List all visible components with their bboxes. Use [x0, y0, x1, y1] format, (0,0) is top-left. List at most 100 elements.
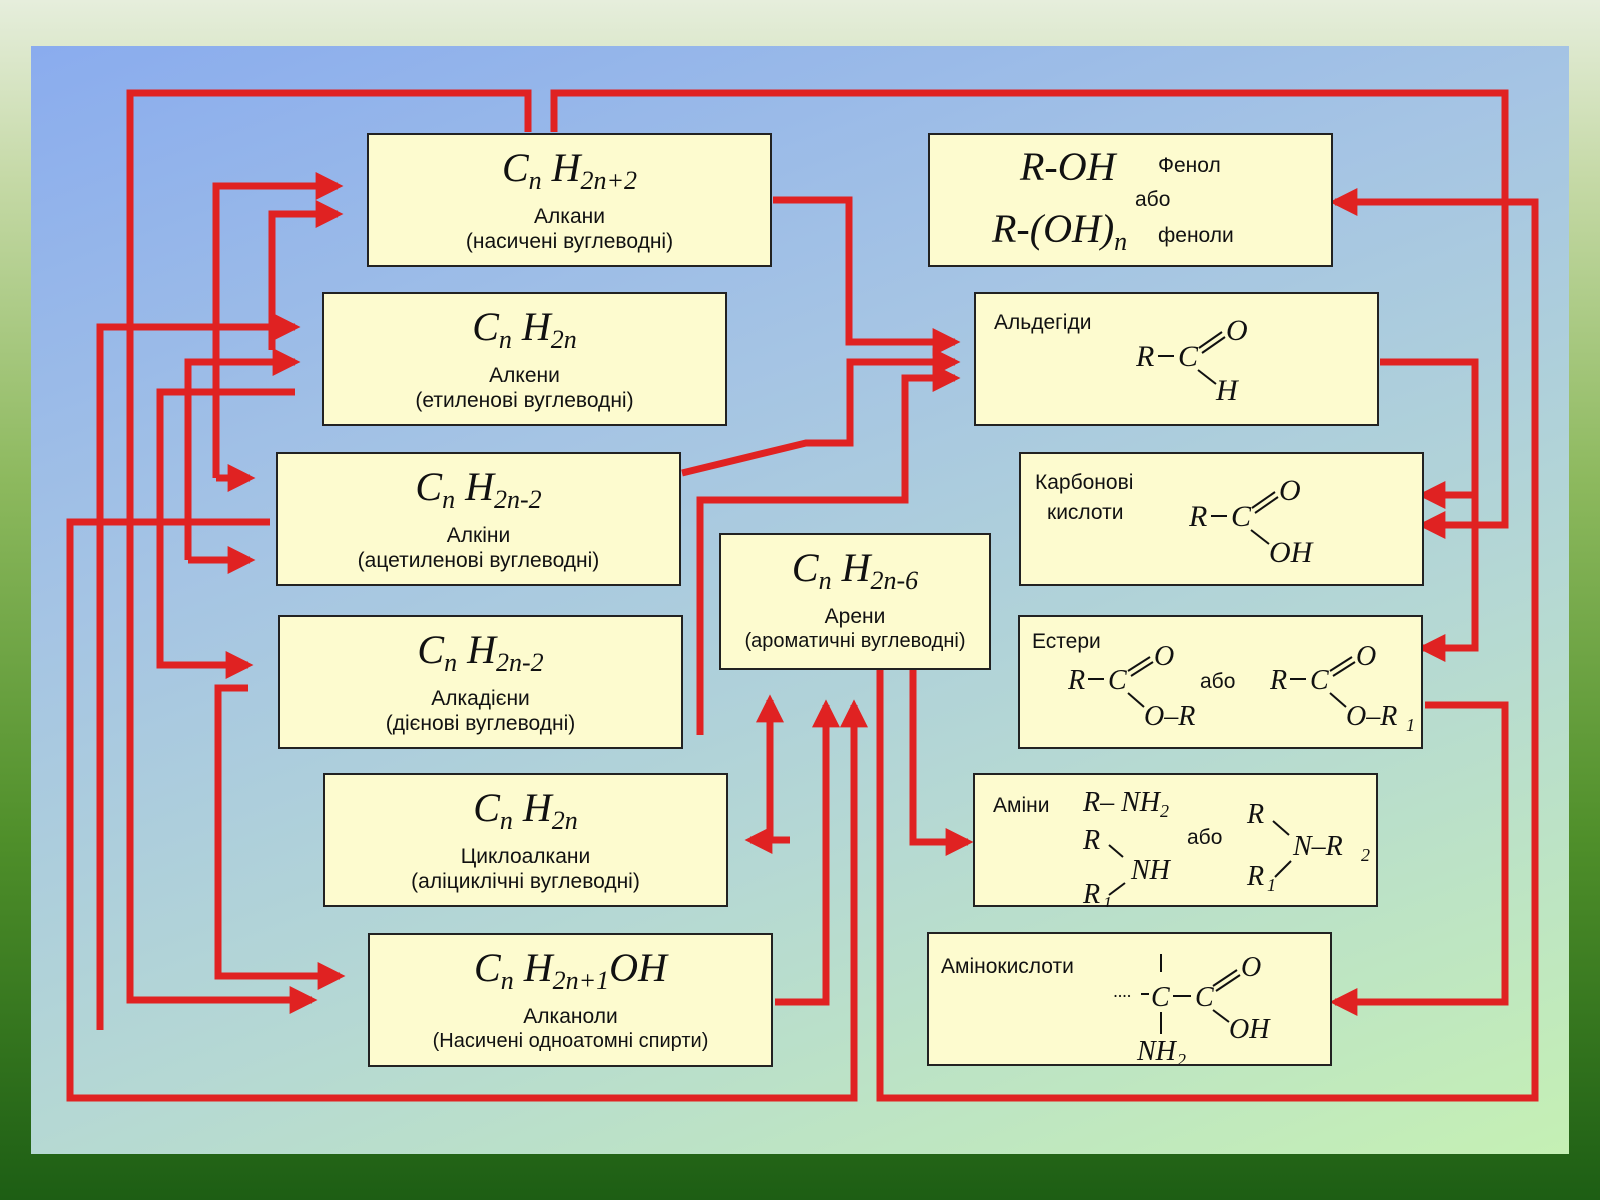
amines-label: Аміни	[993, 794, 1050, 817]
alkadienes-formula: Cn H2n-2	[417, 627, 544, 677]
node-alkadienes: Cn H2n-2 Алкадієни (дієнові вуглеводні)	[278, 615, 683, 749]
svg-text:C: C	[1178, 340, 1199, 373]
svg-text:C: C	[1108, 665, 1127, 696]
svg-text:R: R	[1082, 825, 1100, 856]
link-alkanols-arenes	[775, 699, 840, 1006]
esters-label: Естери	[1032, 630, 1101, 653]
secondary-amine: R NH R 1	[1082, 825, 1172, 907]
svg-text:R: R	[1246, 861, 1264, 892]
link-right-acids	[1417, 345, 1509, 539]
link-alkanes-aldehydes	[773, 196, 961, 356]
alkanes-name: Алкани	[534, 205, 605, 228]
svg-text:C: C	[1231, 500, 1252, 533]
aminoacids-label: Амінокислоти	[941, 955, 1074, 978]
svg-text:R: R	[1068, 665, 1085, 696]
svg-text:H: H	[1215, 374, 1240, 407]
svg-text:1: 1	[1103, 893, 1112, 907]
node-amines: Аміни або R– NH2 R NH R 1 R N–R 2 R 1	[973, 773, 1378, 907]
svg-text:R: R	[1136, 340, 1154, 373]
svg-text:N–R: N–R	[1292, 831, 1343, 862]
alkenes-name: Алкени	[489, 364, 560, 387]
primary-amine: R– NH2	[1083, 787, 1169, 821]
link-to-alkanes-a	[212, 172, 344, 478]
node-alkanes: Cn H2n+2 Алкани (насичені вуглеводні)	[367, 133, 772, 267]
link-alkanes-right	[550, 89, 1509, 345]
alkynes-name: Алкіни	[446, 524, 511, 547]
svg-text:O: O	[1226, 314, 1248, 347]
phenols-or: або	[1135, 188, 1171, 211]
svg-text:O–R: O–R	[1346, 701, 1397, 732]
ester-structure-2: R C O O–R 1	[1270, 641, 1415, 735]
link-from-arenes-aldehyde	[696, 364, 961, 735]
link-arenes-phenols	[876, 188, 1539, 1102]
phenol-formula: R-OH	[1020, 144, 1116, 189]
phenols-formula: R-(OH)n	[992, 206, 1128, 256]
aldehydes-label: Альдегіди	[994, 311, 1092, 334]
link-alkynes-aldehydes	[681, 348, 961, 477]
link-right-esters	[1417, 495, 1479, 662]
node-alkynes: Cn H2n-2 Алкіни (ацетиленові вуглеводні)	[276, 452, 681, 586]
acids-label-2: кислоти	[1047, 501, 1124, 524]
esters-or: або	[1200, 670, 1236, 693]
svg-text:OH: OH	[1229, 1014, 1271, 1045]
alkanols-name: Алканоли	[523, 1005, 618, 1028]
alkynes-formula: Cn H2n-2	[415, 464, 542, 514]
svg-text:R: R	[1246, 799, 1264, 830]
arenes-formula: Cn H2n-6	[791, 545, 919, 595]
cycloalkanes-name: Циклоалкани	[460, 845, 591, 868]
phenols-label: феноли	[1158, 224, 1234, 247]
node-cycloalkanes: Cn H2n Циклоалкани (аліциклічні вуглевод…	[323, 773, 728, 907]
arenes-desc: (ароматичні вуглеводні)	[744, 630, 966, 653]
svg-text:O: O	[1356, 641, 1376, 672]
svg-text:R: R	[1270, 665, 1287, 696]
svg-text:O: O	[1279, 474, 1301, 507]
alkanols-formula: Cn H2n+1OH	[474, 945, 667, 995]
alkadienes-name: Алкадієни	[431, 687, 530, 710]
cycloalkanes-desc: (аліциклічні вуглеводні)	[411, 870, 640, 894]
alkenes-formula: Cn H2n	[472, 304, 577, 354]
svg-text:C: C	[1310, 665, 1329, 696]
alkynes-desc: (ацетиленові вуглеводні)	[357, 549, 600, 573]
alkadienes-desc: (дієнові вуглеводні)	[385, 712, 576, 736]
aldehyde-structure: R C O H	[1136, 314, 1248, 407]
svg-text:OH: OH	[1269, 536, 1315, 569]
arenes-name: Арени	[824, 605, 886, 628]
alkanols-desc: (Насичені одноатомні спирти)	[432, 1030, 709, 1053]
tertiary-amine: R N–R 2 R 1	[1246, 799, 1370, 895]
link-to-alkanes-b	[268, 200, 344, 350]
svg-text:R: R	[1189, 500, 1207, 533]
link-to-alkenes-b	[184, 348, 301, 560]
node-carboxylic-acids: Карбонові кислоти R C O OH	[1019, 452, 1424, 586]
svg-text:2: 2	[1361, 845, 1370, 865]
alkanes-formula: Cn H2n+2	[501, 145, 638, 195]
amines-or: або	[1187, 826, 1223, 849]
link-to-alkenes-a	[96, 313, 301, 1030]
link-alkanes-left	[126, 89, 532, 1014]
phenol-label: Фенол	[1158, 154, 1221, 177]
svg-text:1: 1	[1406, 715, 1415, 735]
link-to-alkanols	[214, 684, 346, 990]
acids-label-1: Карбонові	[1035, 471, 1134, 494]
aminoacid-structure: ···· C C O OH NH 2	[1113, 952, 1271, 1064]
node-phenols: R-OH R-(OH)n Фенол або феноли	[928, 133, 1333, 267]
alkanes-desc: (насичені вуглеводні)	[465, 230, 674, 254]
node-alkenes: Cn H2n Алкени (етиленові вуглеводні)	[322, 292, 727, 426]
link-alkenes-down	[156, 388, 295, 679]
svg-text:O: O	[1154, 641, 1174, 672]
svg-text:O–R: O–R	[1144, 701, 1195, 732]
alkenes-desc: (етиленові вуглеводні)	[415, 389, 634, 413]
link-esters-aminoacids	[1329, 701, 1509, 1016]
svg-text:NH: NH	[1136, 1036, 1178, 1064]
cycloalkanes-formula: Cn H2n	[473, 785, 578, 835]
svg-text:····: ····	[1113, 986, 1131, 1006]
node-arenes: Cn H2n-6 Арени (ароматичні вуглеводні)	[719, 533, 991, 670]
svg-text:O: O	[1241, 952, 1261, 983]
ester-structure-1: R C O O–R	[1068, 641, 1195, 732]
node-esters: Естери або R C O O–R R C O O–R 1	[1018, 615, 1423, 749]
link-aldehydes-acids	[1380, 358, 1479, 509]
svg-text:C: C	[1195, 982, 1214, 1013]
link-cyclo-arenes	[756, 694, 790, 844]
svg-text:NH: NH	[1130, 855, 1172, 886]
node-aldehydes: Альдегіди R C O H	[974, 292, 1379, 426]
